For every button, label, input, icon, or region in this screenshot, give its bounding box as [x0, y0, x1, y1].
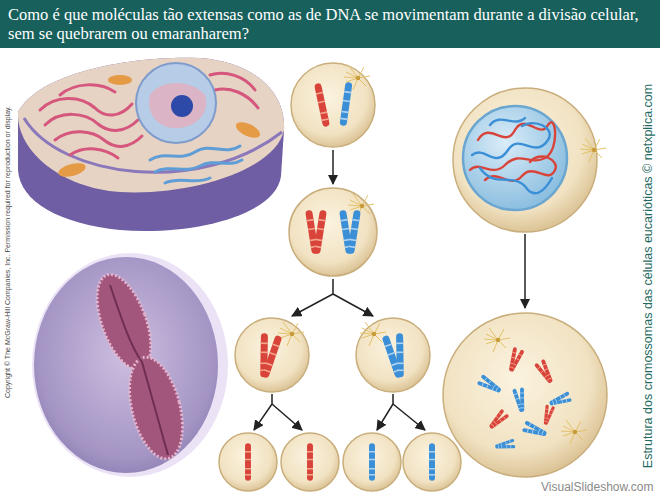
cell-division-sequence: [235, 318, 309, 392]
chromatin-condensation: [485, 157, 556, 181]
cell-division-sequence: [356, 318, 430, 392]
animal-cell: [18, 58, 284, 231]
cell-division-sequence: [305, 210, 327, 255]
cell-division-sequence: [289, 188, 377, 276]
cell-division-sequence: [307, 443, 313, 480]
animal-cell: [60, 85, 115, 95]
cell-division-sequence: [360, 322, 386, 346]
cell-division-sequence: [348, 194, 374, 218]
process-arrow: [332, 150, 334, 184]
animal-cell: [70, 149, 118, 158]
process-arrow: [333, 294, 373, 316]
animal-cell: [234, 119, 263, 141]
chromatin-condensation: [580, 138, 606, 162]
chromatin-condensation: [505, 346, 525, 373]
chromatin-condensation: [470, 118, 556, 193]
chromatin-condensation: [486, 408, 509, 431]
cell-division-sequence: [403, 433, 461, 491]
animal-cell: [171, 95, 193, 117]
animal-cell: [210, 73, 255, 90]
chromatin-condensation: [470, 122, 555, 170]
animal-cell: [150, 146, 240, 160]
chromatin-condensation: [472, 123, 550, 158]
chromatin-condensation: [494, 438, 515, 451]
cell-division-sequence: [429, 443, 435, 480]
chromatin-condensation: [480, 118, 552, 193]
cell-division-sequence: [369, 443, 375, 480]
chromatin-condensation: [476, 374, 503, 397]
cell-division-sequence: [281, 433, 339, 491]
chromatin-condensation: [548, 391, 573, 409]
chromatin-condensation: [453, 88, 597, 232]
animal-cell: [155, 160, 242, 172]
process-arrow: [272, 404, 302, 430]
cell-division-sequence: [291, 63, 375, 147]
copyright-note: Copyright © The McGraw-Hill Companies, I…: [4, 106, 12, 398]
animal-cell: [55, 132, 142, 147]
source-note: Estrutura dos cromossomas das células eu…: [641, 84, 655, 468]
animal-cell: [108, 75, 132, 85]
chromosome-micrograph: [110, 285, 168, 455]
process-arrow: [254, 394, 272, 430]
chromatin-condensation: [484, 328, 510, 352]
animal-cell: [136, 63, 216, 143]
cell-division-sequence: [219, 63, 461, 491]
process-arrow: [524, 234, 526, 308]
chromatin-condensation: [561, 420, 587, 444]
chromosome-micrograph: [32, 253, 228, 477]
animal-cell: [150, 146, 242, 183]
chromatin-condensation: [463, 106, 567, 210]
chromosome-micrograph: [32, 253, 228, 477]
cell-division-sequence: [381, 332, 410, 380]
watermark: VisualSlideshow.com: [541, 481, 654, 495]
chromatin-condensation: [512, 387, 528, 413]
animal-cell: [57, 161, 87, 180]
animal-cell: [18, 58, 284, 193]
cell-division-sequence: [314, 83, 330, 127]
cell-division-sequence: [343, 433, 401, 491]
slide-title: Como é que moléculas tão extensas como a…: [0, 0, 660, 48]
chromatin-condensation: [443, 313, 607, 477]
cell-division-sequence: [253, 332, 282, 380]
process-arrow: [377, 394, 393, 430]
animal-cell: [149, 83, 206, 128]
cell-division-sequence: [245, 443, 251, 480]
chromosome-micrograph: [120, 352, 192, 465]
animal-cell: [45, 114, 138, 130]
process-arrow: [393, 404, 425, 430]
title-band: Como é que moléculas tão extensas como a…: [0, 0, 660, 48]
chromatin-condensation: [443, 88, 607, 477]
cell-division-sequence: [219, 433, 277, 491]
cell-division-sequence: [339, 210, 361, 255]
animal-cell: [40, 98, 132, 115]
process-arrow: [292, 279, 333, 316]
animal-cell: [165, 178, 210, 183]
cell-division-sequence: [278, 322, 304, 346]
chromatin-condensation: [541, 404, 556, 426]
chromosome-micrograph: [34, 257, 218, 473]
cell-division-sequence: [339, 82, 352, 127]
animal-cell: [18, 58, 284, 231]
chromatin-condensation: [534, 358, 557, 385]
animal-cell: [215, 89, 258, 108]
